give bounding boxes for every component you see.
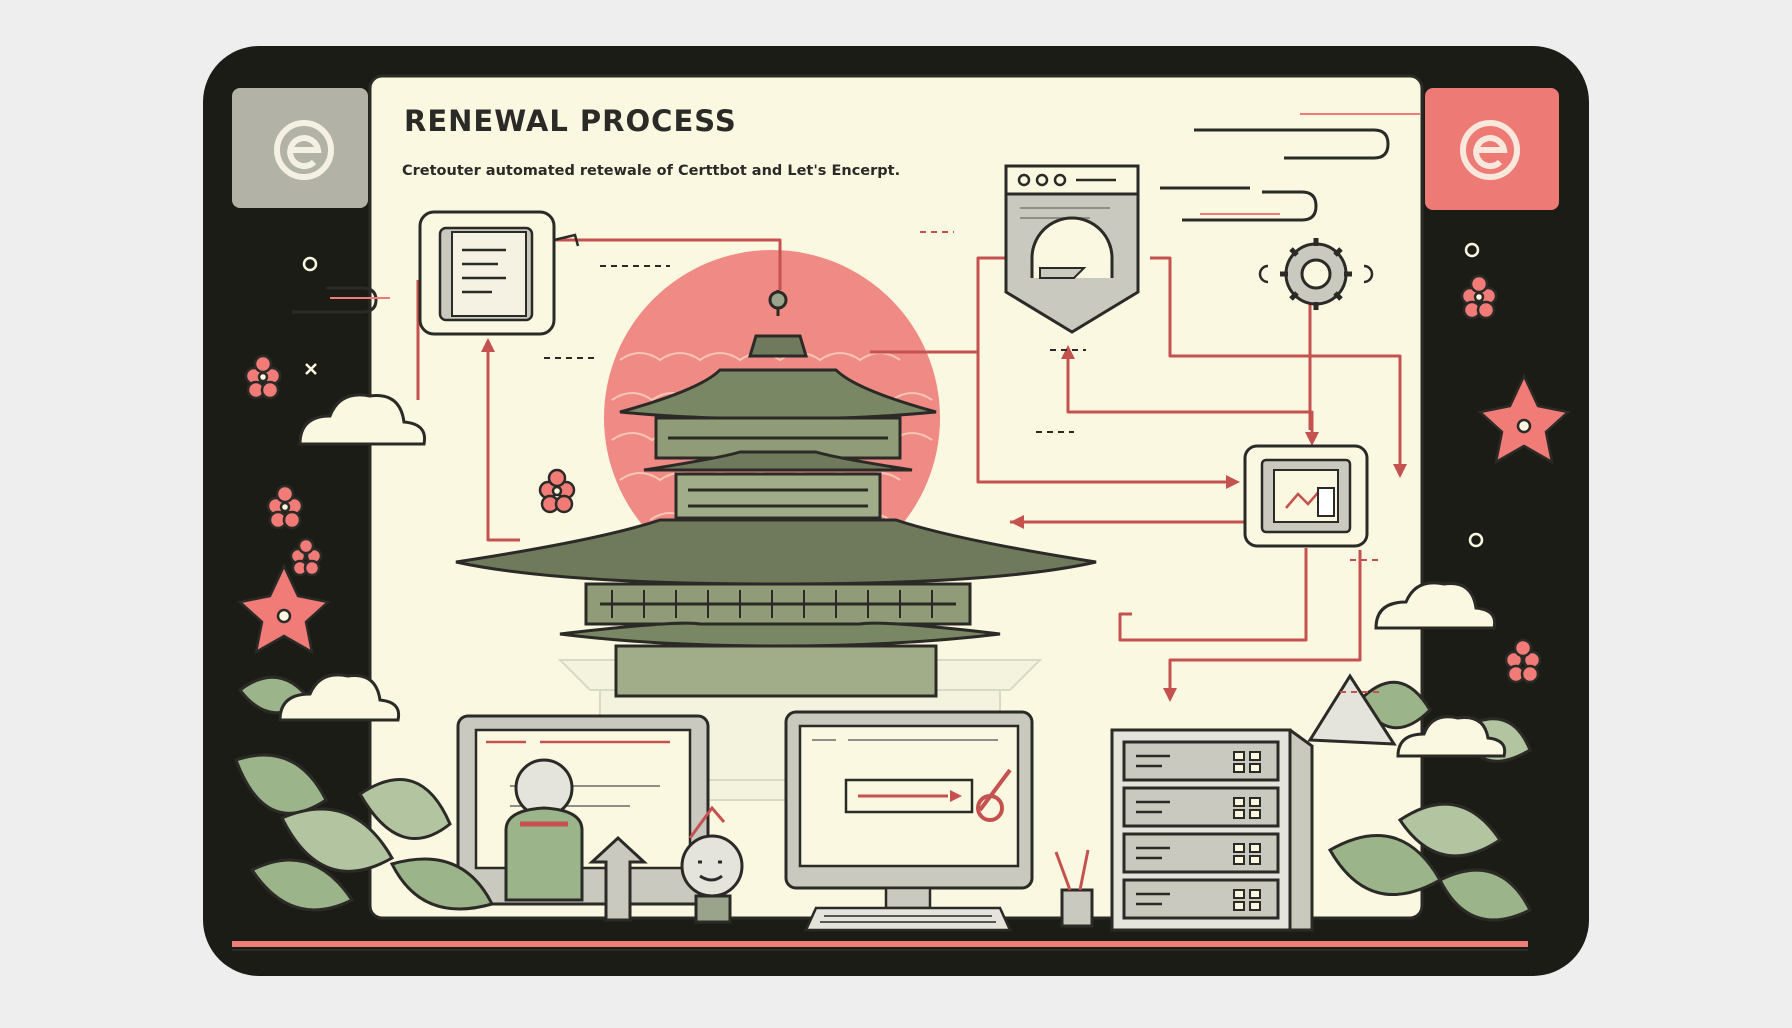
flow-arrowheads xyxy=(481,338,1407,702)
upload-arrow-icon xyxy=(588,835,648,922)
certificate-icon xyxy=(1243,444,1369,548)
page-title: RENEWAL PROCESS xyxy=(404,104,737,138)
sparkle-decorations xyxy=(302,242,1484,548)
red-dash-decorations xyxy=(920,231,1380,693)
browser-window-icon xyxy=(1004,164,1140,334)
mascot-icon xyxy=(680,805,744,924)
server-icon xyxy=(1110,728,1314,932)
monitor-center-icon xyxy=(784,710,1034,932)
gear-icon xyxy=(1258,238,1374,310)
dash-decorations xyxy=(544,265,1086,433)
swirl-lines xyxy=(292,128,1390,314)
page-subtitle: Cretouter automated retewale of Certtbot… xyxy=(402,163,901,179)
flower-icon xyxy=(237,274,1571,684)
pencil-cup-icon xyxy=(1054,849,1094,928)
cloud-decorations xyxy=(278,393,1507,758)
document-icon xyxy=(418,210,580,336)
pagoda-icon xyxy=(455,290,1097,698)
left-foliage xyxy=(234,675,495,912)
person-icon xyxy=(504,758,584,902)
logo-left-icon xyxy=(232,88,368,208)
logo-right-icon xyxy=(1425,88,1559,210)
wrench-icon xyxy=(976,768,1012,822)
pink-swirls xyxy=(330,113,1420,299)
